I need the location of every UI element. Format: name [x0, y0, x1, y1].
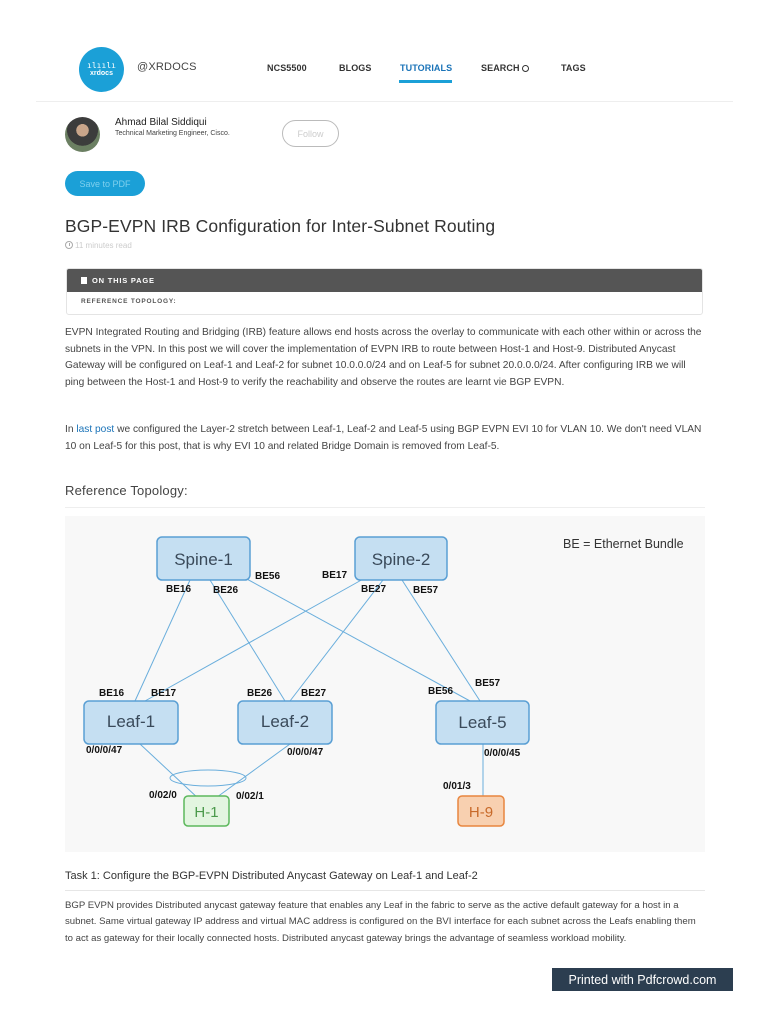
task1-heading: Task 1: Configure the BGP-EVPN Distribut…	[65, 870, 478, 882]
bundle-labels: BE16 BE26 BE56 BE17 BE27 BE57 BE16 BE17 …	[86, 570, 521, 802]
reference-topology-heading: Reference Topology:	[65, 483, 188, 498]
nav-search-label: SEARCH	[481, 63, 520, 73]
leaf1-node	[83, 700, 179, 745]
leaf2-label: Leaf-2	[261, 712, 309, 731]
leaf2-node	[237, 700, 333, 745]
nav-tutorials[interactable]: TUTORIALS	[400, 63, 453, 73]
read-time: 11 minutes read	[65, 241, 132, 250]
be-spine2-mid: BE27	[361, 584, 386, 595]
host1-label: H-1	[194, 804, 218, 821]
intro-paragraph: EVPN Integrated Routing and Bridging (IR…	[65, 327, 702, 388]
host1-node	[183, 795, 230, 827]
author-name[interactable]: Ahmad Bilal Siddiqui	[115, 117, 207, 128]
spine2-label: Spine-2	[372, 550, 431, 569]
nav-tags[interactable]: TAGS	[561, 63, 586, 73]
spine1-node	[156, 536, 251, 581]
link-spine2-leaf5	[401, 579, 481, 702]
pdfcrowd-badge[interactable]: Printed with Pdfcrowd.com	[552, 968, 733, 991]
be-leaf5-a: BE56	[428, 686, 453, 697]
last-post-paragraph: In last post we configured the Layer-2 s…	[65, 422, 705, 455]
link-spine2-leaf2	[289, 579, 384, 702]
be-leaf2-a: BE26	[247, 688, 272, 699]
port-leaf2: 0/0/0/47	[287, 747, 324, 758]
be-leaf1-b: BE17	[151, 688, 176, 699]
link-leaf2-h1	[212, 743, 291, 801]
xrdocs-logo[interactable]: ılıılı xrdocs	[79, 47, 124, 92]
table-of-contents: ON THIS PAGE REFERENCE TOPOLOGY:	[66, 268, 703, 315]
be-spine1-right: BE56	[255, 571, 280, 582]
spine2-node	[354, 536, 448, 581]
port-h1-right: 0/02/1	[236, 791, 264, 802]
p2-rest: we configured the Layer-2 stretch betwee…	[65, 424, 702, 452]
author-avatar	[65, 117, 100, 152]
bundle-legend: BE = Ethernet Bundle	[563, 537, 684, 551]
topology-diagram: Spine-1 Spine-2 Leaf-1 Leaf-2 Leaf-5 H-1…	[65, 516, 705, 852]
leaf5-node	[435, 700, 530, 745]
be-spine2-right: BE57	[413, 585, 438, 596]
port-h9: 0/01/3	[443, 781, 471, 792]
be-leaf1-a: BE16	[99, 688, 124, 699]
task-divider	[65, 890, 705, 891]
host9-label: H-9	[469, 804, 493, 821]
page-title: BGP-EVPN IRB Configuration for Inter-Sub…	[65, 216, 496, 236]
toc-item-reference-topology[interactable]: REFERENCE TOPOLOGY:	[81, 298, 177, 305]
last-post-link[interactable]: last post	[76, 424, 115, 435]
be-spine1-mid: BE26	[213, 585, 238, 596]
save-to-pdf-button[interactable]: Save to PDF	[65, 171, 145, 196]
document-icon	[81, 277, 87, 284]
nav-blogs[interactable]: BLOGS	[339, 63, 372, 73]
read-time-text: 11 minutes read	[75, 241, 132, 250]
logo-text: xrdocs	[90, 70, 113, 77]
be-spine2-left: BE17	[322, 570, 347, 581]
active-tab-underline	[399, 80, 452, 83]
link-spine1-leaf2	[209, 579, 286, 702]
be-leaf2-b: BE27	[301, 688, 326, 699]
link-spine1-leaf1	[134, 579, 191, 702]
topology-links	[134, 577, 484, 801]
bundle-ellipse	[169, 769, 247, 787]
leaf5-label: Leaf-5	[458, 713, 506, 732]
leaf1-label: Leaf-1	[107, 712, 155, 731]
header-divider	[36, 101, 733, 102]
be-leaf5-b: BE57	[475, 678, 500, 689]
topology-svg: Spine-1 Spine-2 Leaf-1 Leaf-2 Leaf-5 H-1…	[83, 536, 684, 827]
link-spine1-leaf5	[244, 577, 471, 702]
spine1-label: Spine-1	[174, 550, 233, 569]
site-name[interactable]: @XRDOCS	[137, 61, 197, 73]
port-h1-left: 0/02/0	[149, 790, 177, 801]
link-leaf1-h1	[139, 743, 201, 801]
nav-ncs5500[interactable]: NCS5500	[267, 63, 307, 73]
nav-search[interactable]: SEARCH	[481, 63, 529, 73]
host9-node	[457, 795, 505, 827]
be-spine1-left: BE16	[166, 584, 191, 595]
section-divider	[65, 507, 705, 508]
search-icon	[521, 65, 529, 72]
p2-prefix: In	[65, 424, 77, 435]
port-leaf5: 0/0/0/45	[484, 748, 521, 759]
task1-paragraph: BGP EVPN provides Distributed anycast ga…	[65, 900, 696, 944]
toc-header: ON THIS PAGE	[67, 269, 702, 292]
cisco-bars-icon: ılıılı	[87, 61, 116, 70]
toc-heading: ON THIS PAGE	[92, 276, 155, 285]
follow-button[interactable]: Follow	[282, 120, 339, 147]
port-leaf1: 0/0/0/47	[86, 745, 123, 756]
author-role: Technical Marketing Engineer, Cisco.	[115, 130, 230, 137]
link-spine2-leaf1	[144, 577, 366, 702]
clock-icon	[65, 241, 73, 249]
